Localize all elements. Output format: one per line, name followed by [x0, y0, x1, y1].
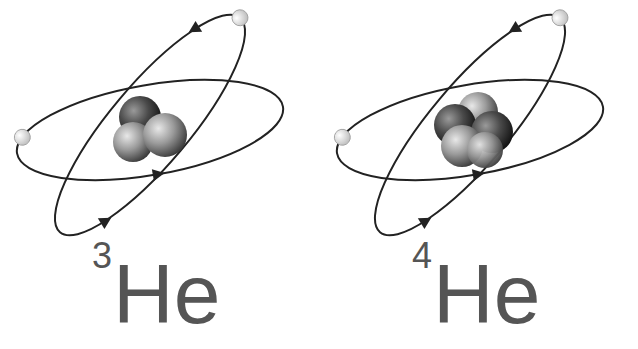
element-symbol: He — [433, 252, 540, 336]
helium-3-atom — [9, 0, 292, 258]
mass-number: 3 — [92, 238, 112, 274]
element-symbol: He — [113, 252, 220, 336]
mass-number: 4 — [412, 238, 432, 274]
helium-4-atom — [329, 0, 612, 258]
